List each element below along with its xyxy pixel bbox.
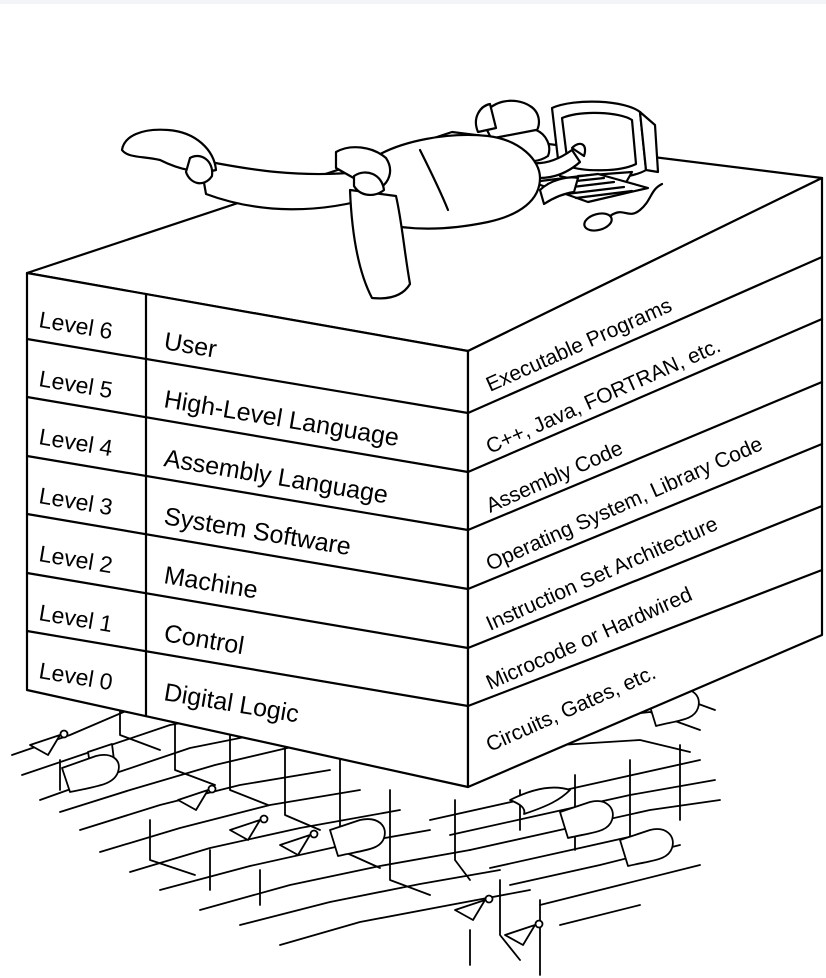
top-border: [0, 0, 826, 4]
level-block: Level 6 Level 5 Level 4 Level 3 Level 2 …: [25, 130, 824, 789]
person-at-computer-icon: [120, 99, 664, 300]
logic-circuit-icon: [11, 688, 721, 976]
block-right-face: [466, 176, 824, 789]
